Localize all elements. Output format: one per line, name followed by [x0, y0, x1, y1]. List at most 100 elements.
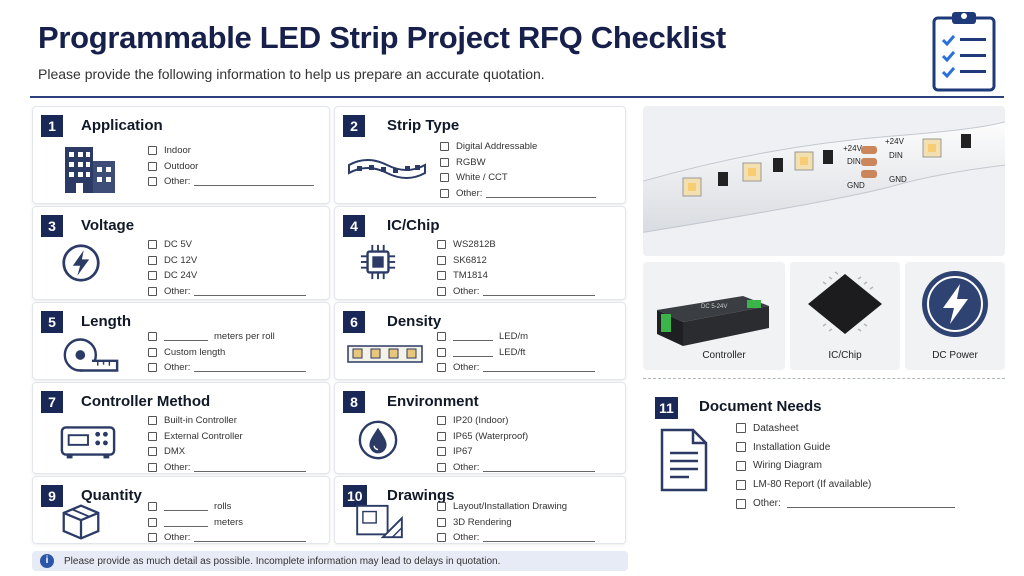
- checkbox[interactable]: [148, 332, 157, 342]
- option-dc-5v[interactable]: DC 5V: [148, 237, 306, 253]
- checkbox[interactable]: [148, 146, 157, 156]
- checkbox[interactable]: [148, 286, 157, 296]
- checkbox[interactable]: [440, 142, 449, 152]
- option-other[interactable]: Other:: [440, 186, 597, 202]
- checkbox[interactable]: [437, 255, 446, 265]
- checkbox[interactable]: [437, 502, 446, 512]
- checkbox[interactable]: [437, 271, 446, 281]
- checkbox[interactable]: [437, 533, 446, 543]
- option-wiring-diagram[interactable]: Wiring Diagram: [736, 457, 955, 476]
- option-meters[interactable]: meters: [148, 515, 306, 531]
- checkbox[interactable]: [440, 157, 449, 167]
- option-dc-12v[interactable]: DC 12V: [148, 253, 306, 269]
- fill-in-line[interactable]: [486, 189, 597, 198]
- option-installation-guide[interactable]: Installation Guide: [736, 438, 955, 457]
- checkbox[interactable]: [148, 462, 157, 472]
- checkbox[interactable]: [437, 240, 446, 250]
- option-dmx[interactable]: DMX: [148, 444, 306, 460]
- checkbox[interactable]: [148, 240, 157, 250]
- option-sk6812[interactable]: SK6812: [437, 253, 595, 269]
- fill-in-line[interactable]: [164, 332, 208, 342]
- option-ip65[interactable]: IP65 (Waterproof): [437, 429, 595, 445]
- fill-in-line[interactable]: [483, 533, 596, 543]
- checkbox[interactable]: [440, 173, 449, 183]
- fill-in-line[interactable]: [164, 518, 208, 527]
- option-datasheet[interactable]: Datasheet: [736, 419, 955, 438]
- checkbox[interactable]: [437, 286, 446, 296]
- checkbox[interactable]: [437, 416, 446, 426]
- checkbox[interactable]: [148, 447, 157, 457]
- option-other[interactable]: Other:: [148, 360, 307, 376]
- fill-in-line[interactable]: [194, 463, 307, 472]
- option-other[interactable]: Other:: [148, 530, 307, 546]
- checkbox[interactable]: [437, 332, 446, 342]
- option-other[interactable]: Other:: [148, 284, 307, 300]
- option-other[interactable]: Other:: [437, 530, 596, 546]
- checkbox[interactable]: [148, 502, 157, 512]
- fill-in-line[interactable]: [164, 502, 208, 512]
- checkbox[interactable]: [148, 271, 157, 281]
- fill-in-line[interactable]: [453, 348, 493, 357]
- checkbox[interactable]: [437, 462, 446, 472]
- option-layout-drawing[interactable]: Layout/Installation Drawing: [437, 499, 595, 515]
- fill-in-line[interactable]: [483, 287, 596, 296]
- fill-in-line[interactable]: [483, 463, 596, 472]
- option-outdoor[interactable]: Outdoor: [148, 159, 314, 175]
- strip-label: GND: [847, 181, 865, 190]
- checkbox[interactable]: [148, 363, 157, 373]
- option-3d-rendering[interactable]: 3D Rendering: [437, 515, 595, 531]
- option-led-per-m[interactable]: LED/m: [437, 329, 595, 345]
- checkbox[interactable]: [148, 177, 157, 187]
- checkbox[interactable]: [736, 460, 746, 471]
- option-tm1814[interactable]: TM1814: [437, 268, 595, 284]
- option-ws2812b[interactable]: WS2812B: [437, 237, 595, 253]
- option-rgbw[interactable]: RGBW: [440, 155, 596, 171]
- checkbox[interactable]: [437, 447, 446, 457]
- checkbox[interactable]: [148, 347, 157, 357]
- fill-in-line[interactable]: [194, 533, 307, 543]
- fill-in-line[interactable]: [483, 363, 596, 373]
- checkbox[interactable]: [437, 517, 446, 527]
- option-other[interactable]: Other:: [437, 284, 596, 300]
- checkbox[interactable]: [148, 416, 157, 426]
- option-digital-addressable[interactable]: Digital Addressable: [440, 139, 596, 155]
- fill-in-line[interactable]: [194, 363, 307, 373]
- option-ip67[interactable]: IP67: [437, 444, 595, 460]
- option-white-cct[interactable]: White / CCT: [440, 170, 596, 186]
- option-rolls[interactable]: rolls: [148, 499, 306, 515]
- option-dc-24v[interactable]: DC 24V: [148, 268, 306, 284]
- checkbox[interactable]: [148, 255, 157, 265]
- checkbox[interactable]: [736, 442, 746, 453]
- option-other[interactable]: Other:: [437, 360, 596, 376]
- checkbox[interactable]: [148, 533, 157, 543]
- checkbox[interactable]: [440, 188, 449, 198]
- option-custom-length[interactable]: Custom length: [148, 345, 306, 361]
- checkbox[interactable]: [148, 161, 157, 171]
- checkbox[interactable]: [437, 363, 446, 373]
- fill-in-line[interactable]: [194, 287, 307, 296]
- option-meters-per-roll[interactable]: meters per roll: [148, 329, 306, 345]
- checkbox[interactable]: [736, 498, 746, 509]
- option-built-in-controller[interactable]: Built-in Controller: [148, 413, 306, 429]
- fill-in-line[interactable]: [786, 499, 955, 509]
- checkbox[interactable]: [148, 517, 157, 527]
- option-other[interactable]: Other:: [437, 460, 596, 476]
- fill-in-line[interactable]: [194, 177, 315, 187]
- option-other[interactable]: Other:: [148, 460, 307, 476]
- fill-in-line[interactable]: [453, 332, 493, 342]
- controller-box-icon: [60, 426, 116, 459]
- footnote-text: Please provide as much detail as possibl…: [64, 555, 501, 567]
- checkbox[interactable]: [437, 347, 446, 357]
- option-other[interactable]: Other:: [148, 174, 315, 190]
- checkbox[interactable]: [736, 479, 746, 490]
- option-external-controller[interactable]: External Controller: [148, 429, 306, 445]
- option-led-per-ft[interactable]: LED/ft: [437, 345, 595, 361]
- option-lm80-report[interactable]: LM-80 Report (If available): [736, 475, 955, 494]
- checkbox[interactable]: [148, 431, 157, 441]
- checkbox[interactable]: [437, 431, 446, 441]
- checkbox[interactable]: [736, 423, 746, 434]
- option-ip20[interactable]: IP20 (Indoor): [437, 413, 595, 429]
- option-other[interactable]: Other:: [736, 494, 955, 513]
- drawing-blueprint-icon: [356, 504, 403, 539]
- option-indoor[interactable]: Indoor: [148, 143, 314, 159]
